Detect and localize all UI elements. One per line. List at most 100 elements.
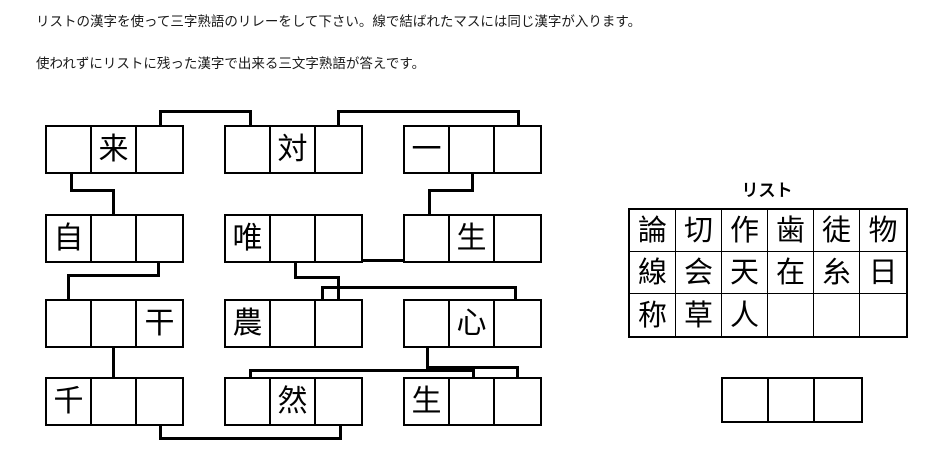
kanji-cell[interactable] (316, 127, 361, 172)
list-cell[interactable]: 称 (630, 294, 676, 336)
list-cell[interactable]: 切 (676, 210, 722, 252)
list-cell[interactable] (860, 294, 906, 336)
kanji-cell[interactable]: 生 (450, 216, 495, 261)
word-box-r3c2[interactable]: 農 (224, 299, 363, 348)
word-box-r1c3[interactable]: 一 (403, 125, 542, 174)
connector-segment (428, 189, 474, 192)
connector-segment (426, 344, 429, 368)
kanji-cell[interactable] (316, 379, 361, 424)
kanji-cell[interactable] (47, 127, 92, 172)
word-box-r3c1[interactable]: 干 (45, 299, 184, 348)
list-cell[interactable]: 人 (722, 294, 768, 336)
kanji-cell[interactable] (226, 127, 271, 172)
kanji-cell[interactable]: 自 (47, 216, 92, 261)
answer-cell[interactable] (815, 379, 861, 421)
list-cell[interactable] (814, 294, 860, 336)
word-box-r2c2[interactable]: 唯 (224, 214, 363, 263)
word-box-r2c3[interactable]: 生 (403, 214, 542, 263)
connector-segment (426, 366, 519, 369)
word-box-r1c2[interactable]: 対 (224, 125, 363, 174)
list-cell[interactable]: 草 (676, 294, 722, 336)
list-cell[interactable] (768, 294, 814, 336)
kanji-cell[interactable] (495, 379, 540, 424)
kanji-cell[interactable] (405, 216, 450, 261)
kanji-cell[interactable] (92, 379, 137, 424)
list-row: 称 草 人 (630, 294, 906, 336)
word-box-r4c2[interactable]: 然 (224, 377, 363, 426)
kanji-cell[interactable]: 一 (405, 127, 450, 172)
connector-segment (249, 369, 252, 378)
kanji-cell[interactable] (316, 301, 361, 346)
word-box-r1c1[interactable]: 来 (45, 125, 184, 174)
kanji-cell[interactable] (137, 127, 182, 172)
kanji-cell[interactable] (271, 216, 316, 261)
connector-segment (249, 369, 475, 372)
list-cell[interactable]: 会 (676, 252, 722, 294)
kanji-cell[interactable] (137, 379, 182, 424)
kanji-cell[interactable] (495, 216, 540, 261)
kanji-cell[interactable] (405, 301, 450, 346)
list-cell[interactable]: 糸 (814, 252, 860, 294)
list-cell[interactable]: 論 (630, 210, 676, 252)
kanji-cell[interactable]: 農 (226, 301, 271, 346)
kanji-cell[interactable]: 対 (271, 127, 316, 172)
kanji-cell[interactable] (495, 127, 540, 172)
kanji-cell[interactable]: 生 (405, 379, 450, 424)
kanji-cell[interactable] (92, 216, 137, 261)
connector-segment (321, 286, 517, 289)
kanji-cell[interactable]: 干 (137, 301, 182, 346)
connector-segment (517, 110, 520, 127)
connector-segment (157, 260, 160, 277)
connector-segment (321, 286, 324, 305)
kanji-cell[interactable]: 千 (47, 379, 92, 424)
connector-segment (159, 110, 162, 127)
kanji-cell[interactable]: 然 (271, 379, 316, 424)
connector-segment (428, 189, 431, 215)
connector-segment (339, 422, 342, 440)
connector-segment (516, 366, 519, 378)
kanji-cell[interactable] (271, 301, 316, 346)
connector-segment (514, 286, 517, 305)
connector-segment (294, 260, 297, 278)
kanji-cell[interactable] (316, 216, 361, 261)
list-title: リスト (741, 181, 793, 201)
kanji-cell[interactable] (47, 301, 92, 346)
connector-segment (112, 189, 115, 215)
list-cell[interactable]: 物 (860, 210, 906, 252)
list-cell[interactable]: 天 (722, 252, 768, 294)
connector-segment (159, 437, 342, 440)
connector-segment (67, 274, 160, 277)
list-cell[interactable]: 徒 (814, 210, 860, 252)
connector-segment (70, 189, 115, 192)
kanji-list-grid: 論 切 作 歯 徒 物 線 会 天 在 糸 日 称 草 人 (628, 208, 908, 338)
connector-segment (159, 422, 162, 440)
answer-cell[interactable] (769, 379, 815, 421)
list-row: 線 会 天 在 糸 日 (630, 252, 906, 294)
kanji-cell[interactable]: 心 (450, 301, 495, 346)
kanji-cell[interactable] (450, 127, 495, 172)
kanji-cell[interactable] (226, 379, 271, 424)
answer-box[interactable] (721, 377, 863, 423)
answer-cell[interactable] (723, 379, 769, 421)
connector-segment (112, 344, 115, 377)
connector-segment (70, 170, 73, 192)
word-box-r3c3[interactable]: 心 (403, 299, 542, 348)
connector-segment (159, 110, 252, 113)
word-box-r2c1[interactable]: 自 (45, 214, 184, 263)
connector-segment (337, 110, 520, 113)
kanji-cell[interactable] (495, 301, 540, 346)
kanji-cell[interactable]: 唯 (226, 216, 271, 261)
kanji-cell[interactable] (137, 216, 182, 261)
list-cell[interactable]: 在 (768, 252, 814, 294)
list-cell[interactable]: 作 (722, 210, 768, 252)
kanji-cell[interactable] (92, 301, 137, 346)
connector-segment (337, 276, 340, 305)
word-box-r4c1[interactable]: 千 (45, 377, 184, 426)
kanji-cell[interactable]: 来 (92, 127, 137, 172)
list-cell[interactable]: 日 (860, 252, 906, 294)
word-box-r4c3[interactable]: 生 (403, 377, 542, 426)
list-cell[interactable]: 歯 (768, 210, 814, 252)
kanji-cell[interactable] (450, 379, 495, 424)
list-cell[interactable]: 線 (630, 252, 676, 294)
